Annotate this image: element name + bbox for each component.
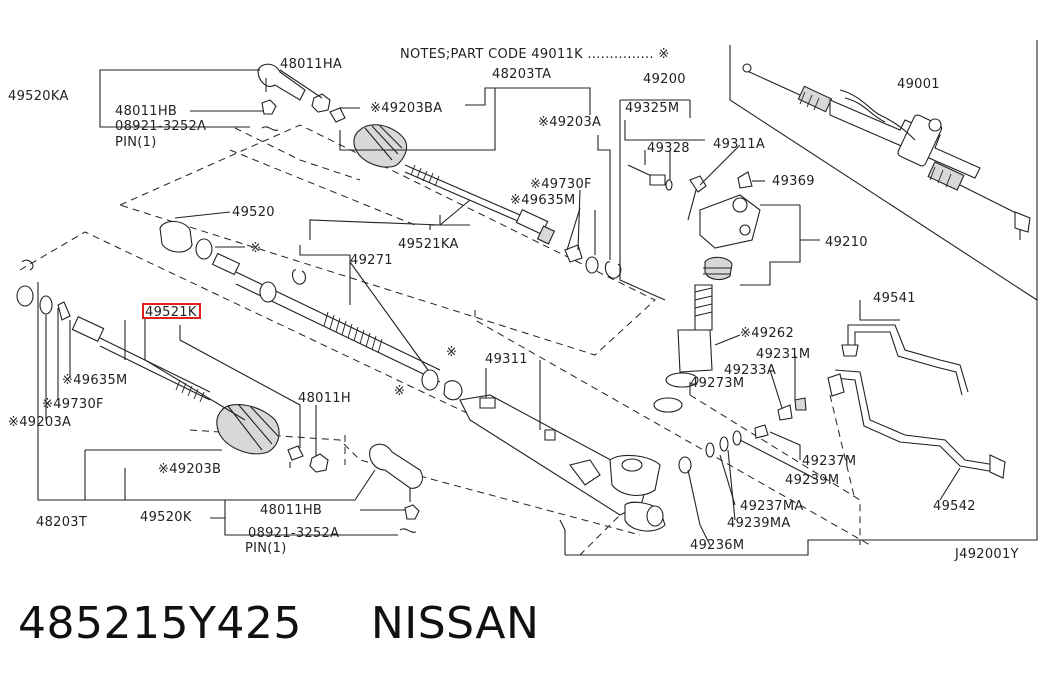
leader-lines: [37, 69, 961, 546]
label-49203BA: ※49203BA: [370, 101, 442, 116]
label-49520: 49520: [232, 205, 275, 220]
label-49200: 49200: [643, 72, 686, 87]
star-2: ※: [446, 345, 457, 360]
tubes-49541-49542: [827, 324, 1006, 479]
label-49328: 49328: [647, 141, 690, 156]
label-pin: PIN(1): [245, 541, 287, 556]
label-49239MA: 49239MA: [727, 516, 791, 531]
label-49635M-top: ※49635M: [510, 193, 576, 208]
label-48011HA: 48011HA: [280, 57, 342, 72]
label-49001: 49001: [897, 77, 940, 92]
label-49233A: 49233A: [724, 363, 776, 378]
pinion-teeth: [694, 287, 713, 317]
seals-right: [705, 397, 807, 458]
label-49635M: ※49635M: [62, 373, 128, 388]
part-labels: NOTES;PART CODE 49011K ............... ※…: [8, 47, 1019, 562]
label-49273M: 49273M: [690, 376, 744, 391]
label-49521KA: 49521KA: [398, 237, 459, 252]
label-49210: 49210: [825, 235, 868, 250]
gear-housing-49311: [459, 394, 666, 532]
label-49271: 49271: [350, 253, 393, 268]
label-49203A-top: ※49203A: [538, 115, 601, 130]
notes-text: NOTES;PART CODE 49011K ............... ※: [400, 47, 670, 62]
highlight-box: [142, 303, 201, 319]
label-48011H: 48011H: [298, 391, 351, 406]
label-48203T: 48203T: [36, 515, 87, 530]
boot-and-inner-rod-top: [329, 107, 622, 279]
label-49730F: ※49730F: [42, 397, 104, 412]
rack-teeth: [323, 311, 383, 354]
label-49231M: 49231M: [756, 347, 810, 362]
thread-top-rod: [410, 164, 440, 187]
rack-bar-49271: [159, 220, 463, 401]
label-08921-top: 08921-3252A: [115, 119, 206, 134]
label-49236M: 49236M: [690, 538, 744, 553]
label-48011HB-top: 48011HB: [115, 104, 177, 119]
tie-rod-end-top: [257, 63, 331, 131]
label-49203A: ※49203A: [8, 415, 71, 430]
label-49311: 49311: [485, 352, 528, 367]
footer-part-number: 485215Y425: [18, 598, 302, 649]
label-49239M: 49239M: [785, 473, 839, 488]
label-08921: 08921-3252A: [248, 526, 339, 541]
label-pin-top: PIN(1): [115, 135, 157, 150]
label-49203B: ※49203B: [158, 462, 221, 477]
label-49542: 49542: [933, 499, 976, 514]
label-49325M: 49325M: [625, 101, 679, 116]
pinion-assembly-49200: [627, 164, 761, 474]
star-1: ※: [250, 241, 261, 256]
label-49237M: 49237M: [802, 454, 856, 469]
label-48203TA: 48203TA: [492, 67, 551, 82]
footer-brand: NISSAN: [370, 598, 540, 649]
footer-caption: 485215Y425 NISSAN: [18, 598, 539, 649]
frame-lines: [559, 40, 1038, 556]
label-49262: ※49262: [740, 326, 794, 341]
label-49520KA: 49520KA: [8, 89, 69, 104]
label-48011HB: 48011HB: [260, 503, 322, 518]
steering-gear-assembly-49001: [742, 63, 1031, 240]
label-49311A: 49311A: [713, 137, 765, 152]
label-49730F-top: ※49730F: [530, 177, 592, 192]
diagram-code: J492001Y: [954, 547, 1019, 562]
label-49520K: 49520K: [140, 510, 192, 525]
tie-rod-end-bottom: [309, 443, 423, 533]
label-49521K: 49521K: [145, 305, 197, 320]
star-3: ※: [394, 384, 405, 399]
label-49369: 49369: [772, 174, 815, 189]
thread-bottom-rod: [175, 379, 205, 403]
label-49541: 49541: [873, 291, 916, 306]
label-49237MA: 49237MA: [740, 499, 804, 514]
